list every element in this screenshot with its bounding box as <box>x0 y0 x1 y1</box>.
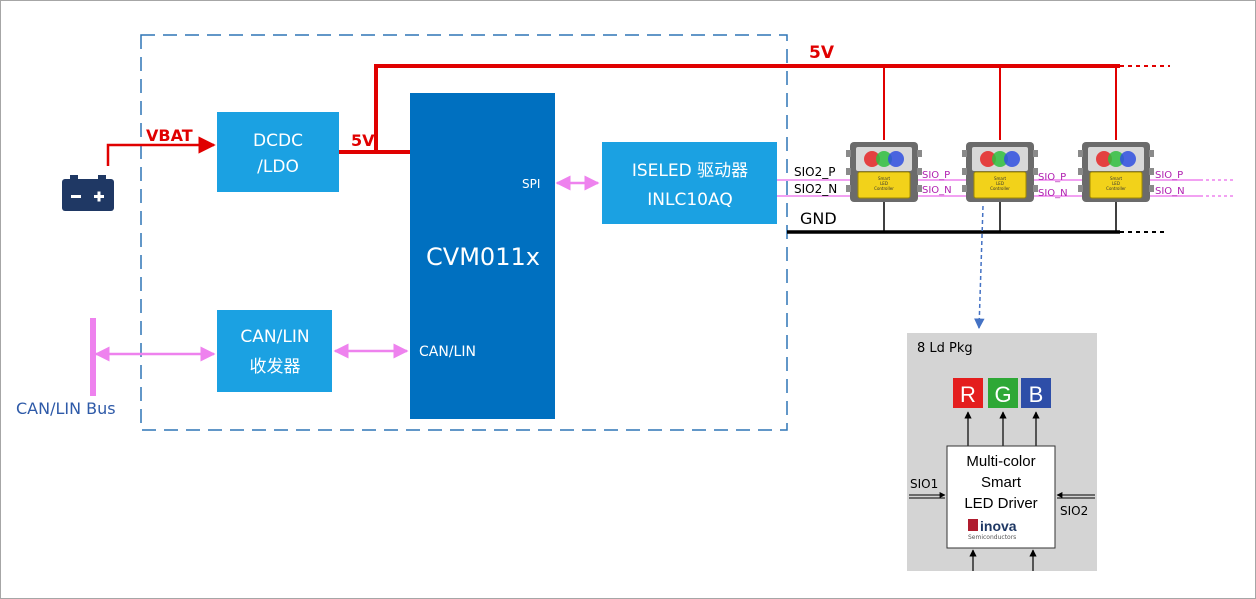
battery-icon <box>62 175 114 211</box>
vbat-label: VBAT <box>146 126 193 145</box>
green-led-box <box>988 378 1018 408</box>
svg-text:LED: LED <box>880 181 888 186</box>
spi-pin-label: SPI <box>522 177 540 191</box>
iseled-label: ISELED 驱动器 <box>632 161 748 181</box>
vbat-wire <box>106 136 216 166</box>
can-lin-transceiver-label: CAN/LIN <box>240 327 309 347</box>
svg-text:G: G <box>994 382 1011 407</box>
sio-p-label-2: SIO_P <box>1038 172 1066 183</box>
gnd-label: GND <box>800 209 837 228</box>
svg-text:Smart: Smart <box>994 176 1007 181</box>
svg-text:Controller: Controller <box>990 186 1010 191</box>
sio-n-label-1: SIO_N <box>922 185 952 196</box>
sio2-label: SIO2 <box>1060 504 1088 518</box>
5v-label-left: 5V <box>351 131 375 150</box>
svg-text:LED: LED <box>996 181 1004 186</box>
iseled-driver-block <box>602 142 777 224</box>
package-title: 8 Ld Pkg <box>917 341 973 356</box>
svg-text:LED Driver: LED Driver <box>964 495 1037 512</box>
dcdc-ldo-block <box>217 112 339 192</box>
package-inset: 8 Ld Pkg R G B Multi-color Smart LED Dri… <box>907 333 1097 571</box>
led-chip-2: Smart LED Controller <box>961 141 1039 203</box>
transceiver-label: 收发器 <box>250 357 301 377</box>
svg-text:B: B <box>1029 382 1044 407</box>
svg-text:R: R <box>960 382 976 407</box>
red-led-box <box>953 378 983 408</box>
svg-text:Smart: Smart <box>981 474 1022 491</box>
blue-led-box <box>1021 378 1051 408</box>
led-chip-3: Smart LED Controller <box>1077 141 1155 203</box>
svg-text:Smart: Smart <box>1110 176 1123 181</box>
svg-text:Smart: Smart <box>878 176 891 181</box>
sio2-n-label: SIO2_N <box>794 182 837 196</box>
inova-logo-text: inova <box>980 518 1017 534</box>
inlc10aq-label: INLC10AQ <box>647 190 732 210</box>
zoom-arrow <box>974 205 985 330</box>
svg-text:Multi-color: Multi-color <box>966 453 1035 470</box>
sio1-label: SIO1 <box>910 477 938 491</box>
svg-text:Controller: Controller <box>1106 186 1126 191</box>
inova-logo-sub: Semiconductors <box>968 534 1016 541</box>
sio2-p-label: SIO2_P <box>794 165 835 179</box>
sio-p-label-1: SIO_P <box>922 170 950 181</box>
inova-logo-mark <box>968 519 978 531</box>
can-lin-pin-label: CAN/LIN <box>419 344 476 360</box>
can-lin-transceiver-block <box>217 310 332 392</box>
mcu-block <box>410 93 555 419</box>
sio-n-label-2: SIO_N <box>1038 188 1068 199</box>
led-chip-1: Smart LED Controller <box>845 141 923 203</box>
ldo-label: /LDO <box>257 157 299 177</box>
svg-text:LED: LED <box>1112 181 1120 186</box>
sio-p-label-3: SIO_P <box>1155 170 1183 181</box>
5v-riser-wire <box>374 64 1120 152</box>
5v-label-top: 5V <box>809 43 835 63</box>
sio-n-label-3: SIO_N <box>1155 186 1185 197</box>
smart-led-driver-box <box>946 445 1056 549</box>
mcu-label: CVM011x <box>426 243 540 271</box>
svg-text:Controller: Controller <box>874 186 894 191</box>
dcdc-label: DCDC <box>253 131 303 151</box>
can-lin-bus-label: CAN/LIN Bus <box>16 399 116 418</box>
